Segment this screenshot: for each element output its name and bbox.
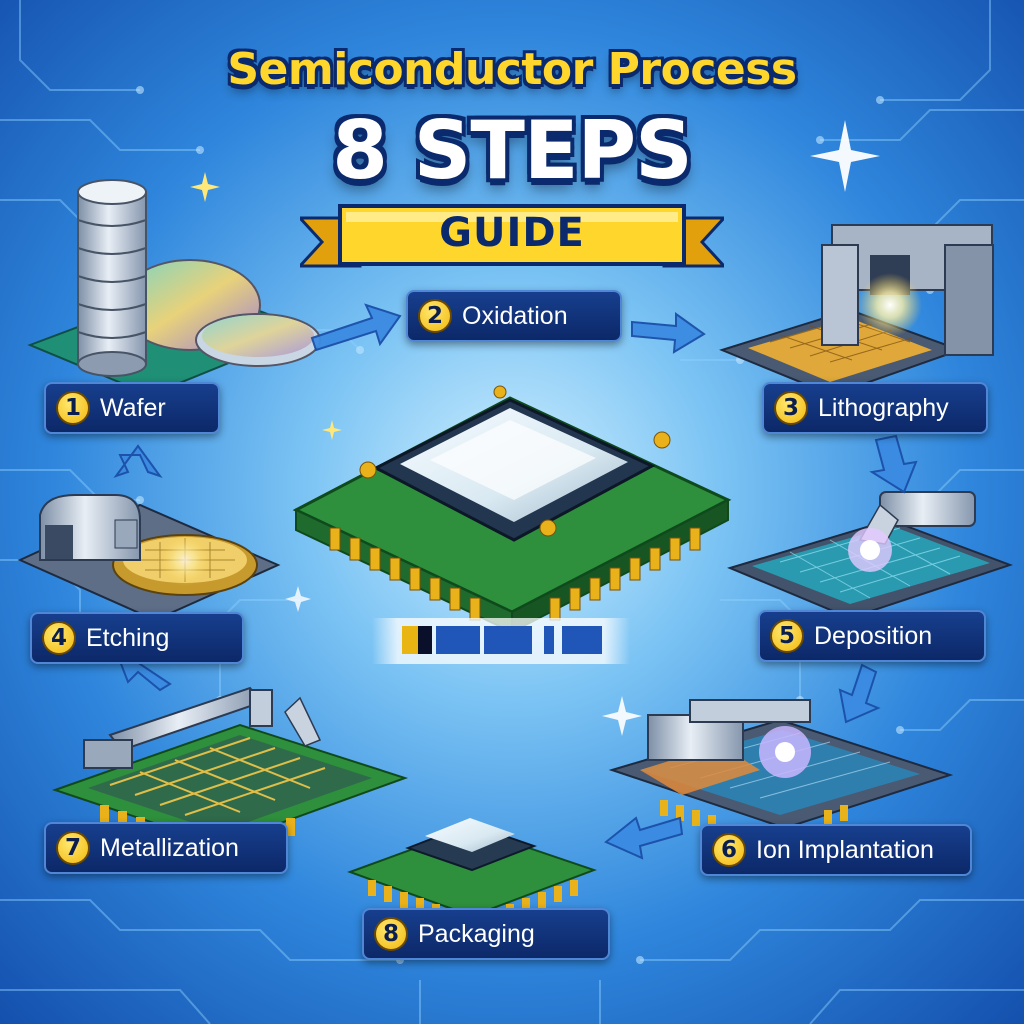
flow-arrow-icon: [838, 663, 881, 724]
metallization-machine-icon: [51, 686, 409, 853]
step-label-text: Ion Implantation: [756, 835, 934, 864]
step-label-text: Wafer: [100, 393, 166, 422]
step-label-metallization: 7 Metallization: [44, 822, 288, 874]
step-label-text: Metallization: [100, 833, 239, 862]
step-number-badge: 8: [374, 917, 408, 951]
sparkle-icon: [602, 696, 642, 736]
flow-arrow-icon: [631, 312, 706, 354]
step-label-lithography: 3 Lithography: [762, 382, 988, 434]
step-label-text: Deposition: [814, 621, 933, 650]
step-label-packaging: 8 Packaging: [362, 908, 610, 960]
step-label-text: Packaging: [418, 919, 535, 948]
step-label-text: Etching: [86, 623, 170, 652]
flow-arrow-icon: [869, 434, 918, 494]
sparkle-icon: [810, 120, 880, 192]
step-number-badge: 7: [56, 831, 90, 865]
step-label-oxidation: 2 Oxidation: [406, 290, 622, 342]
flow-arrow-icon: [604, 816, 684, 860]
ion-implanter-icon: [608, 699, 954, 831]
title-line-2: 8 STEPS: [332, 104, 693, 197]
ribbon-banner-icon: [300, 204, 724, 268]
step-label-deposition: 5 Deposition: [758, 610, 986, 662]
step-number-badge: 6: [712, 833, 746, 867]
step-number-badge: 1: [56, 391, 90, 425]
step-label-text: Oxidation: [462, 301, 568, 330]
center-logo-icon: [372, 618, 630, 664]
step-label-wafer: 1 Wafer: [44, 382, 220, 434]
step-label-etching: 4 Etching: [30, 612, 244, 664]
flow-arrow-icon: [113, 444, 163, 478]
step-number-badge: 2: [418, 299, 452, 333]
deposition-machine-icon: [727, 491, 1014, 620]
step-number-badge: 4: [42, 621, 76, 655]
step-number-badge: 5: [770, 619, 804, 653]
ribbon-text: GUIDE: [439, 210, 585, 256]
wafer-stack-icon: [27, 179, 321, 397]
flow-arrow-icon: [310, 303, 402, 352]
title-line-1: Semiconductor Process: [227, 44, 797, 95]
lithography-machine-icon: [719, 224, 994, 397]
sparkle-icon: [190, 172, 220, 202]
step-label-text: Lithography: [818, 393, 949, 422]
step-label-ion-implantation: 6 Ion Implantation: [700, 824, 972, 876]
central-chip-icon: [292, 385, 732, 634]
step-number-badge: 3: [774, 391, 808, 425]
etching-machine-icon: [17, 494, 281, 622]
sparkle-icon: [322, 420, 342, 440]
sparkle-icon: [285, 586, 311, 612]
guide-ribbon: GUIDE: [300, 200, 724, 276]
packaged-chip-icon: [347, 818, 597, 926]
